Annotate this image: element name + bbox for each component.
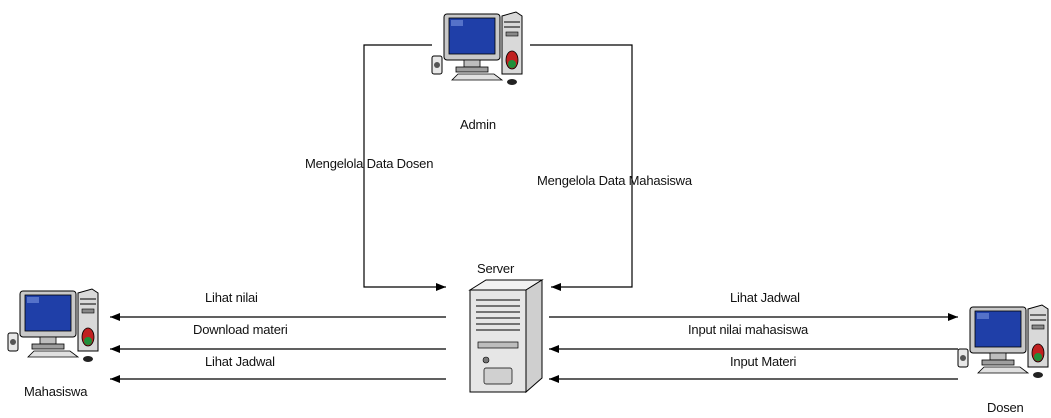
admin-computer-icon <box>431 11 523 86</box>
mahasiswa-label: Mahasiswa <box>24 384 88 399</box>
edge-label-lihat-jadwal-dosen: Lihat Jadwal <box>730 290 800 305</box>
admin-to-server-left-arrow <box>363 44 446 291</box>
admin-to-server-right-arrow <box>530 44 633 291</box>
edge-label-lihat-nilai: Lihat nilai <box>205 290 258 305</box>
edge-label-mengelola-data-dosen: Mengelola Data Dosen <box>305 156 434 171</box>
server-icon <box>468 279 544 394</box>
dosen-label: Dosen <box>987 400 1024 415</box>
dosen-computer-icon <box>957 304 1049 379</box>
mahasiswa-computer-icon <box>7 288 99 363</box>
server-label: Server <box>477 261 515 276</box>
admin-label: Admin <box>460 117 496 132</box>
edge-label-input-materi: Input Materi <box>730 354 797 369</box>
edge-label-download-materi: Download materi <box>193 322 288 337</box>
edge-label-mengelola-data-mahasiswa: Mengelola Data Mahasiswa <box>537 173 692 188</box>
edge-label-input-nilai-mahasiswa: Input nilai mahasiswa <box>688 322 809 337</box>
edge-label-lihat-jadwal-mahasiswa: Lihat Jadwal <box>205 354 275 369</box>
